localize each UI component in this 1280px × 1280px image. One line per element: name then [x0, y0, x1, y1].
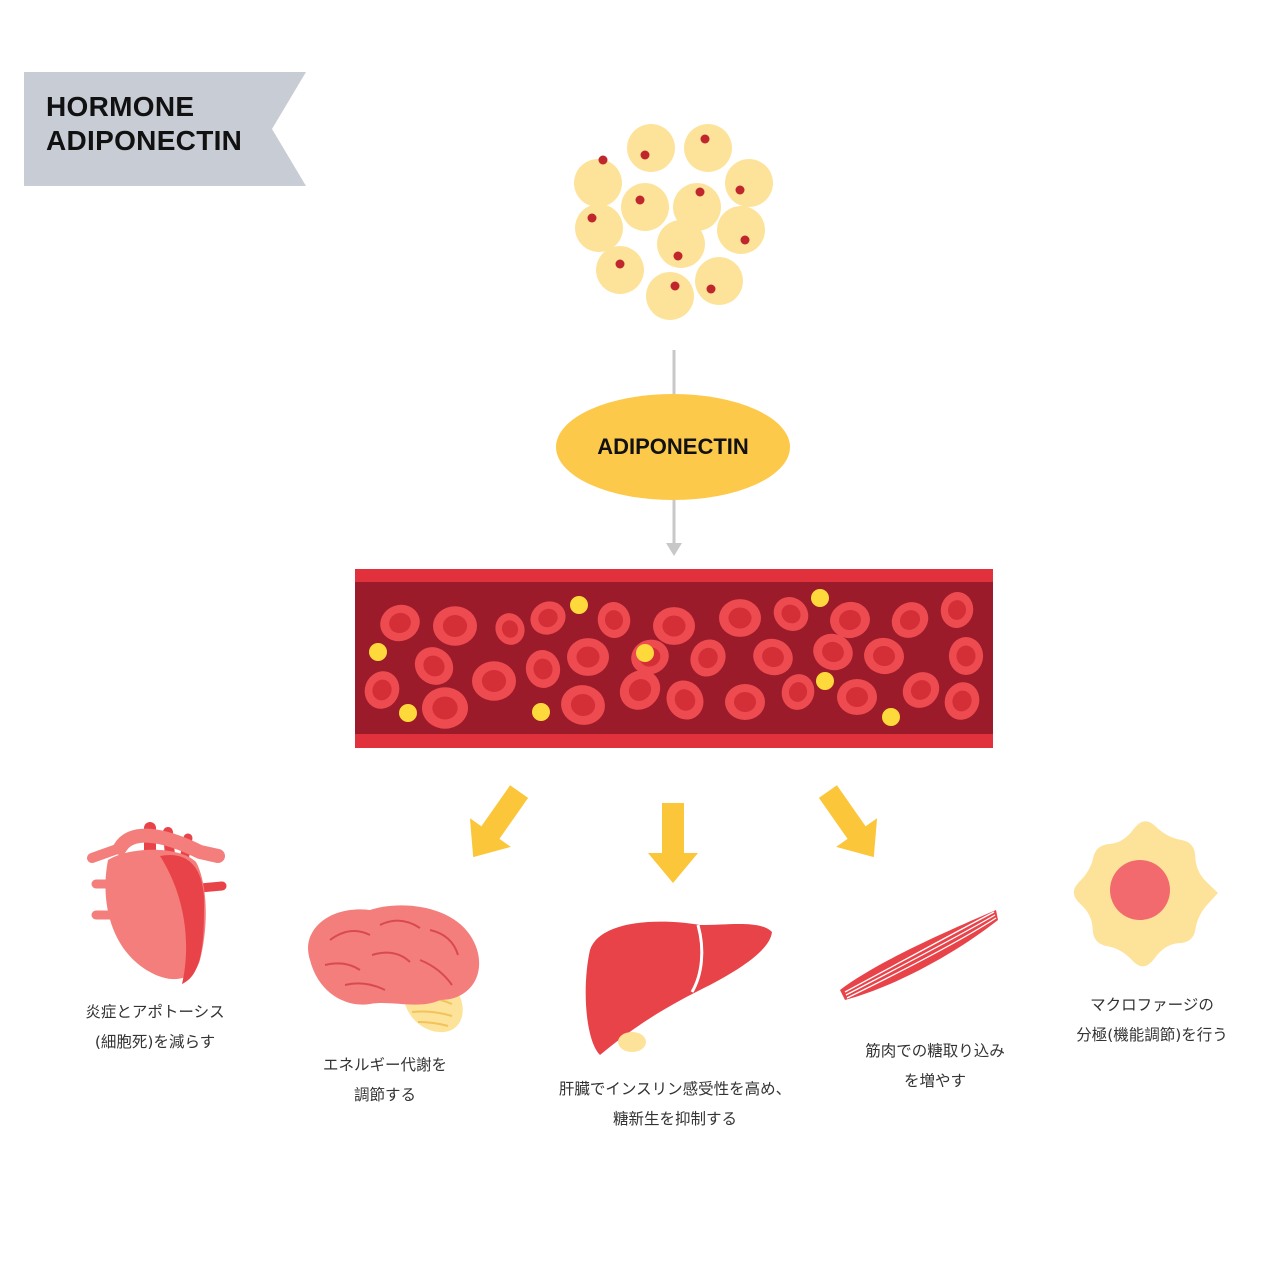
title-banner: [24, 72, 306, 186]
fat-cell: [673, 183, 721, 231]
fat-cell-nucleus: [635, 195, 645, 205]
red-blood-cell: [725, 684, 765, 720]
title-line-2: ADIPONECTIN: [46, 125, 243, 156]
fat-cell-nucleus: [640, 150, 650, 160]
fat-cell: [596, 246, 644, 294]
caption-brain-line2: 調節する: [353, 1086, 416, 1104]
arrow-right-icon: [818, 785, 878, 858]
red-blood-cell: [561, 685, 605, 725]
caption-muscle-line1: 筋肉での糖取り込み: [865, 1042, 1005, 1060]
page-title: HORMONE ADIPONECTIN: [46, 90, 242, 158]
red-blood-cell: [530, 601, 566, 635]
red-blood-cell: [830, 601, 870, 639]
connector-arrowhead: [666, 543, 682, 556]
red-blood-cell: [422, 687, 468, 729]
fat-cell-nucleus: [670, 281, 680, 291]
red-blood-cell: [414, 647, 454, 685]
red-blood-cell: [902, 672, 940, 708]
red-blood-cell: [690, 639, 726, 677]
red-blood-cell: [597, 602, 631, 638]
arrow-down-icon: [648, 803, 698, 883]
adiponectin-molecule: [399, 704, 417, 722]
red-blood-cell: [619, 670, 661, 710]
fat-cell: [574, 159, 622, 207]
caption-liver-line1: 肝臓でインスリン感受性を高め、: [558, 1080, 792, 1098]
fat-cell-nucleus: [740, 235, 750, 245]
fat-cell-nucleus: [695, 187, 705, 197]
adiponectin-molecule: [570, 596, 588, 614]
caption-macrophage: マクロファージの 分極(機能調節)を行う: [1052, 990, 1252, 1050]
fat-cell: [684, 124, 732, 172]
caption-heart: 炎症とアポトーシス (細胞死)を減らす: [70, 997, 240, 1057]
red-blood-cell: [495, 613, 525, 645]
fat-cell: [621, 183, 669, 231]
fat-cell: [725, 159, 773, 207]
adiponectin-molecule: [811, 589, 829, 607]
red-blood-cell: [813, 633, 853, 671]
caption-heart-line2: (細胞死)を減らす: [94, 1033, 216, 1051]
red-blood-cell: [944, 682, 980, 720]
heart-icon: [87, 822, 227, 984]
caption-brain-line1: エネルギー代謝を: [322, 1056, 447, 1074]
caption-muscle-line2: を増やす: [903, 1072, 966, 1090]
effect-arrows: [469, 785, 878, 883]
red-blood-cell: [837, 679, 877, 715]
red-blood-cell: [781, 674, 815, 710]
title-line-1: HORMONE: [46, 91, 195, 122]
red-blood-cell: [864, 637, 904, 675]
red-blood-cell: [666, 680, 704, 720]
fat-cell-nucleus: [615, 259, 625, 269]
red-blood-cell: [364, 671, 400, 709]
hormone-label: ADIPONECTIN: [597, 434, 749, 459]
fat-cell: [717, 206, 765, 254]
red-blood-cell: [753, 638, 793, 676]
fat-cell: [657, 220, 705, 268]
adiponectin-molecule: [816, 672, 834, 690]
brain-icon: [308, 905, 480, 1033]
adiponectin-ellipse: [556, 394, 790, 500]
adiponectin-molecule: [882, 708, 900, 726]
fat-cell: [695, 257, 743, 305]
red-blood-cell: [719, 599, 761, 637]
caption-muscle: 筋肉での糖取り込み を増やす: [840, 1036, 1030, 1096]
fat-cell-nucleus: [700, 134, 710, 144]
red-blood-cell: [773, 597, 809, 631]
adiponectin-molecule: [369, 643, 387, 661]
fat-cell-nucleus: [587, 213, 597, 223]
red-blood-cell: [940, 592, 974, 628]
muscle-icon: [840, 910, 998, 1000]
liver-icon: [585, 921, 772, 1055]
macrophage-icon: [1073, 821, 1218, 967]
red-blood-cell: [891, 602, 929, 638]
fat-cell-nucleus: [598, 155, 608, 165]
caption-liver-line2: 糖新生を抑制する: [612, 1110, 737, 1128]
fat-cell-cluster: [574, 124, 773, 320]
red-blood-cell: [472, 661, 516, 701]
caption-macrophage-line1: マクロファージの: [1090, 996, 1214, 1014]
caption-brain: エネルギー代謝を 調節する: [300, 1050, 470, 1110]
caption-heart-line1: 炎症とアポトーシス: [85, 1003, 225, 1021]
arrow-left-icon: [469, 785, 529, 858]
adiponectin-molecule: [636, 644, 654, 662]
blood-vessel: [355, 569, 993, 748]
fat-cell-nucleus: [673, 251, 683, 261]
fat-cell: [646, 272, 694, 320]
red-blood-cell: [567, 638, 609, 676]
red-blood-cell: [653, 607, 695, 645]
red-blood-cell: [433, 606, 477, 646]
fat-cell-nucleus: [706, 284, 716, 294]
red-blood-cell: [380, 604, 420, 642]
adiponectin-molecule: [532, 703, 550, 721]
red-blood-cell: [525, 650, 561, 688]
fat-cell: [627, 124, 675, 172]
red-blood-cell: [948, 637, 984, 675]
fat-cell-nucleus: [735, 185, 745, 195]
caption-liver: 肝臓でインスリン感受性を高め、 糖新生を抑制する: [530, 1074, 820, 1134]
caption-macrophage-line2: 分極(機能調節)を行う: [1076, 1026, 1228, 1044]
fat-cell: [575, 204, 623, 252]
